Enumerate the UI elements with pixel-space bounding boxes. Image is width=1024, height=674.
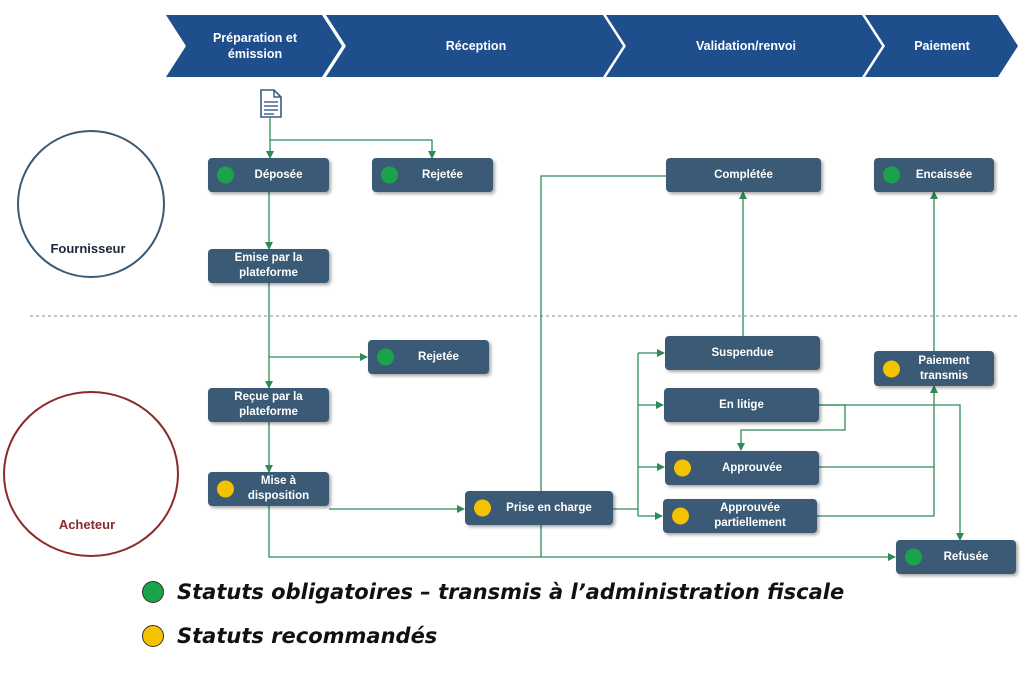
- phase-label-reception: Réception: [445, 39, 507, 53]
- status-paiement-transmis: Paiement transmis: [874, 351, 994, 386]
- recommended-status-dot: [674, 459, 691, 477]
- status-label: En litige: [719, 398, 764, 411]
- status-label: Rejetée: [418, 350, 459, 363]
- phase-label-validation: Validation/renvoi: [695, 39, 797, 53]
- status-label: Refusée: [943, 550, 989, 563]
- legend-recommended: Statuts recommandés: [142, 624, 437, 648]
- status-label: Déposée: [254, 168, 303, 181]
- recommended-legend-dot: [142, 625, 164, 647]
- status-refusee: Refusée: [896, 540, 1016, 574]
- status-mise-disposition: Mise à disposition: [208, 472, 329, 506]
- buyer-label: Acheteur: [58, 517, 116, 532]
- status-emise-plateforme: Emise par la plateforme: [208, 249, 329, 283]
- status-label: Reçue par la plateforme: [234, 391, 303, 418]
- status-label: Complétée: [714, 168, 773, 181]
- status-rejetee-supplier: Rejetée: [372, 158, 493, 192]
- status-approuvee-partiellement: Approuvée partiellement: [663, 499, 817, 533]
- status-label: Paiement transmis: [918, 354, 970, 382]
- legend-mandatory-text: Statuts obligatoires – transmis à l’admi…: [177, 580, 845, 604]
- phase-label-payment: Paiement: [914, 39, 970, 53]
- phase-chevron-3: [606, 15, 882, 77]
- mandatory-status-dot: [381, 166, 398, 184]
- status-label: Approuvée: [721, 461, 783, 474]
- status-label: Suspendue: [711, 346, 774, 359]
- status-en-litige: En litige: [664, 388, 819, 422]
- phase-chevron-2: [326, 15, 623, 77]
- recommended-status-dot: [672, 507, 689, 525]
- status-label: Encaissée: [915, 168, 973, 181]
- status-rejetee-platform: Rejetée: [368, 340, 489, 374]
- mandatory-legend-dot: [142, 581, 164, 603]
- status-deposee: Déposée: [208, 158, 329, 192]
- status-label: Prise en charge: [506, 501, 592, 514]
- mandatory-status-dot: [377, 348, 394, 366]
- document-icon: [260, 89, 282, 118]
- status-encaissee: Encaissée: [874, 158, 994, 192]
- status-prise-en-charge: Prise en charge: [465, 491, 613, 525]
- status-suspendue: Suspendue: [665, 336, 820, 370]
- legend-recommended-text: Statuts recommandés: [177, 624, 438, 648]
- phase-chevron-4: [865, 15, 1018, 77]
- supplier-label: Fournisseur: [50, 241, 126, 256]
- status-label: Emise par la plateforme: [234, 252, 303, 279]
- buyer-circle: [3, 391, 179, 557]
- mandatory-status-dot: [905, 548, 922, 566]
- recommended-status-dot: [217, 480, 234, 498]
- recommended-status-dot: [474, 499, 491, 517]
- status-completee: Complétée: [666, 158, 821, 192]
- status-label: Rejetée: [422, 168, 463, 181]
- phase-label-preparation: Préparation et émission: [212, 31, 298, 61]
- status-recue-plateforme: Reçue par la plateforme: [208, 388, 329, 422]
- mandatory-status-dot: [883, 166, 900, 184]
- status-approuvee: Approuvée: [665, 451, 819, 485]
- recommended-status-dot: [883, 360, 900, 377]
- mandatory-status-dot: [217, 166, 234, 184]
- supplier-circle: [17, 130, 165, 278]
- phase-chevron-1: [166, 15, 342, 77]
- status-label: Mise à disposition: [247, 475, 310, 502]
- status-label: Approuvée partiellement: [714, 502, 786, 529]
- legend-mandatory: Statuts obligatoires – transmis à l’admi…: [142, 580, 844, 604]
